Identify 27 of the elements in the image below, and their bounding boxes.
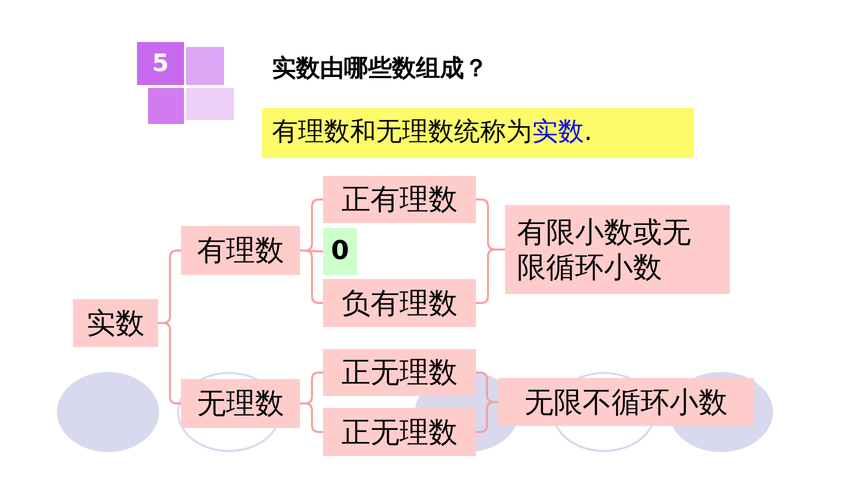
category-box <box>323 408 476 456</box>
node-label: 正无理数 <box>342 414 458 450</box>
node-label: 0 <box>330 236 350 268</box>
category-box <box>323 349 476 396</box>
node-label: 无限不循环小数 <box>524 384 728 420</box>
node-label: 正有理数 <box>342 182 458 217</box>
category-box <box>323 279 476 327</box>
category-box <box>181 379 300 428</box>
category-box <box>505 205 730 294</box>
node-label: 实数 <box>86 306 144 340</box>
node-label: 负有理数 <box>342 286 458 320</box>
category-box <box>73 299 158 347</box>
category-box <box>323 176 476 223</box>
category-box <box>181 226 300 275</box>
node-label: 正无理数 <box>342 355 458 390</box>
title: 实数由哪些数组成？ <box>272 53 488 84</box>
bracket-connector <box>300 250 323 304</box>
bracket-connector <box>158 322 181 404</box>
category-box <box>323 228 357 275</box>
banner-text: 有理数和无理数统称为实数. <box>272 117 592 149</box>
node-label: 有理数 <box>197 233 284 268</box>
category-box <box>498 378 754 426</box>
number-badge <box>137 42 184 85</box>
number-text: 5 <box>152 49 169 78</box>
node-label: 无理数 <box>197 386 284 421</box>
highlight-banner <box>262 108 694 158</box>
node-label: 有限小数或无限循环小数 <box>517 214 692 284</box>
